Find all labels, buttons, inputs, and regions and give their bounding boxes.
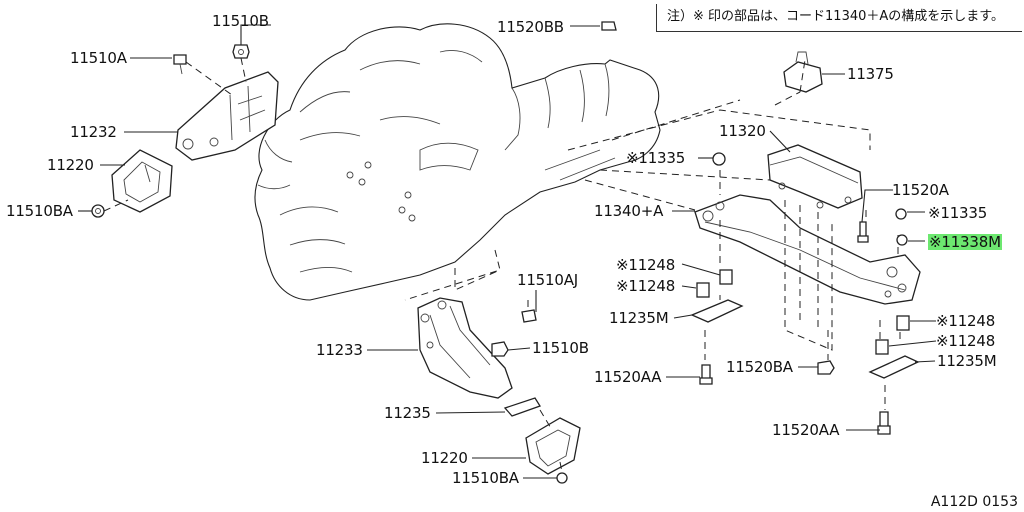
insulator-11220-bottom	[525, 417, 581, 475]
label-11233[interactable]: 11233	[316, 341, 363, 359]
label-11235M-left[interactable]: 11235M	[609, 309, 669, 327]
nut-11520BA-mid	[817, 360, 835, 375]
label-11338M[interactable]: ※11338M	[928, 233, 1002, 251]
label-11340A[interactable]: 11340+A	[594, 202, 664, 220]
washer-11335-a	[712, 152, 726, 166]
label-11248-c[interactable]: ※11248	[936, 312, 996, 330]
nut-11520BB	[601, 21, 617, 31]
label-11320[interactable]: 11320	[719, 122, 766, 140]
insulator-11248-d	[875, 339, 889, 355]
mount-bracket-11320	[767, 144, 863, 209]
insulator-11248-b	[696, 282, 710, 298]
insulator-11248-c	[896, 315, 910, 331]
label-11520BB[interactable]: 11520BB	[497, 18, 564, 36]
bolt-11510A	[173, 54, 187, 75]
bolt-11520A	[857, 221, 869, 243]
nut-11510B-top	[232, 44, 250, 59]
label-11232[interactable]: 11232	[70, 123, 117, 141]
bolt-11510AJ	[521, 309, 537, 323]
label-11235M-right[interactable]: 11235M	[937, 352, 997, 370]
label-11520AA-left[interactable]: 11520AA	[594, 368, 662, 386]
label-11335-b[interactable]: ※11335	[928, 204, 988, 222]
washer-11338M	[896, 234, 908, 246]
nut-11510BA-bottom	[556, 472, 568, 484]
nut-11510B-mid	[491, 341, 509, 357]
nut-11510BA-left	[91, 204, 105, 218]
crossmember-11340	[694, 194, 921, 305]
insulator-11220-left	[111, 149, 173, 213]
label-11510B-mid[interactable]: 11510B	[532, 339, 589, 357]
leader-lines	[78, 24, 937, 479]
label-11235[interactable]: 11235	[384, 404, 431, 422]
stopper-11375	[783, 51, 823, 93]
plate-11235M-left	[690, 299, 744, 323]
label-11520A[interactable]: 11520A	[892, 181, 949, 199]
bracket-11232	[175, 71, 279, 161]
note-box: 注）※ 印の部品は、コード11340＋Aの構成を示します。	[656, 4, 1022, 32]
insulator-11248-a	[719, 269, 733, 285]
label-11220-bottom[interactable]: 11220	[421, 449, 468, 467]
label-11510A[interactable]: 11510A	[70, 49, 127, 67]
label-11520BA-mid[interactable]: 11520BA	[726, 358, 793, 376]
plate-11235M-right	[868, 355, 920, 379]
label-11248-b[interactable]: ※11248	[616, 277, 676, 295]
bracket-11233	[417, 297, 513, 399]
label-11510AJ[interactable]: 11510AJ	[517, 271, 579, 289]
plate-11235	[503, 397, 541, 417]
label-11520AA-right[interactable]: 11520AA	[772, 421, 840, 439]
label-11510B-top[interactable]: 11510B	[212, 12, 269, 30]
bolt-11520AA-right	[877, 411, 891, 435]
bolt-11520AA-left	[699, 364, 713, 385]
transmission-outline	[254, 23, 661, 301]
label-11248-d[interactable]: ※11248	[936, 332, 996, 350]
label-11510BA-bottom[interactable]: 11510BA	[452, 469, 519, 487]
washer-11335-b	[895, 208, 907, 220]
label-11335-a[interactable]: ※11335	[626, 149, 686, 167]
drawing-code: A112D 0153	[930, 494, 1018, 510]
label-11510BA-left[interactable]: 11510BA	[6, 202, 73, 220]
label-11220-left[interactable]: 11220	[47, 156, 94, 174]
label-11375[interactable]: 11375	[847, 65, 894, 83]
label-11248-a[interactable]: ※11248	[616, 256, 676, 274]
